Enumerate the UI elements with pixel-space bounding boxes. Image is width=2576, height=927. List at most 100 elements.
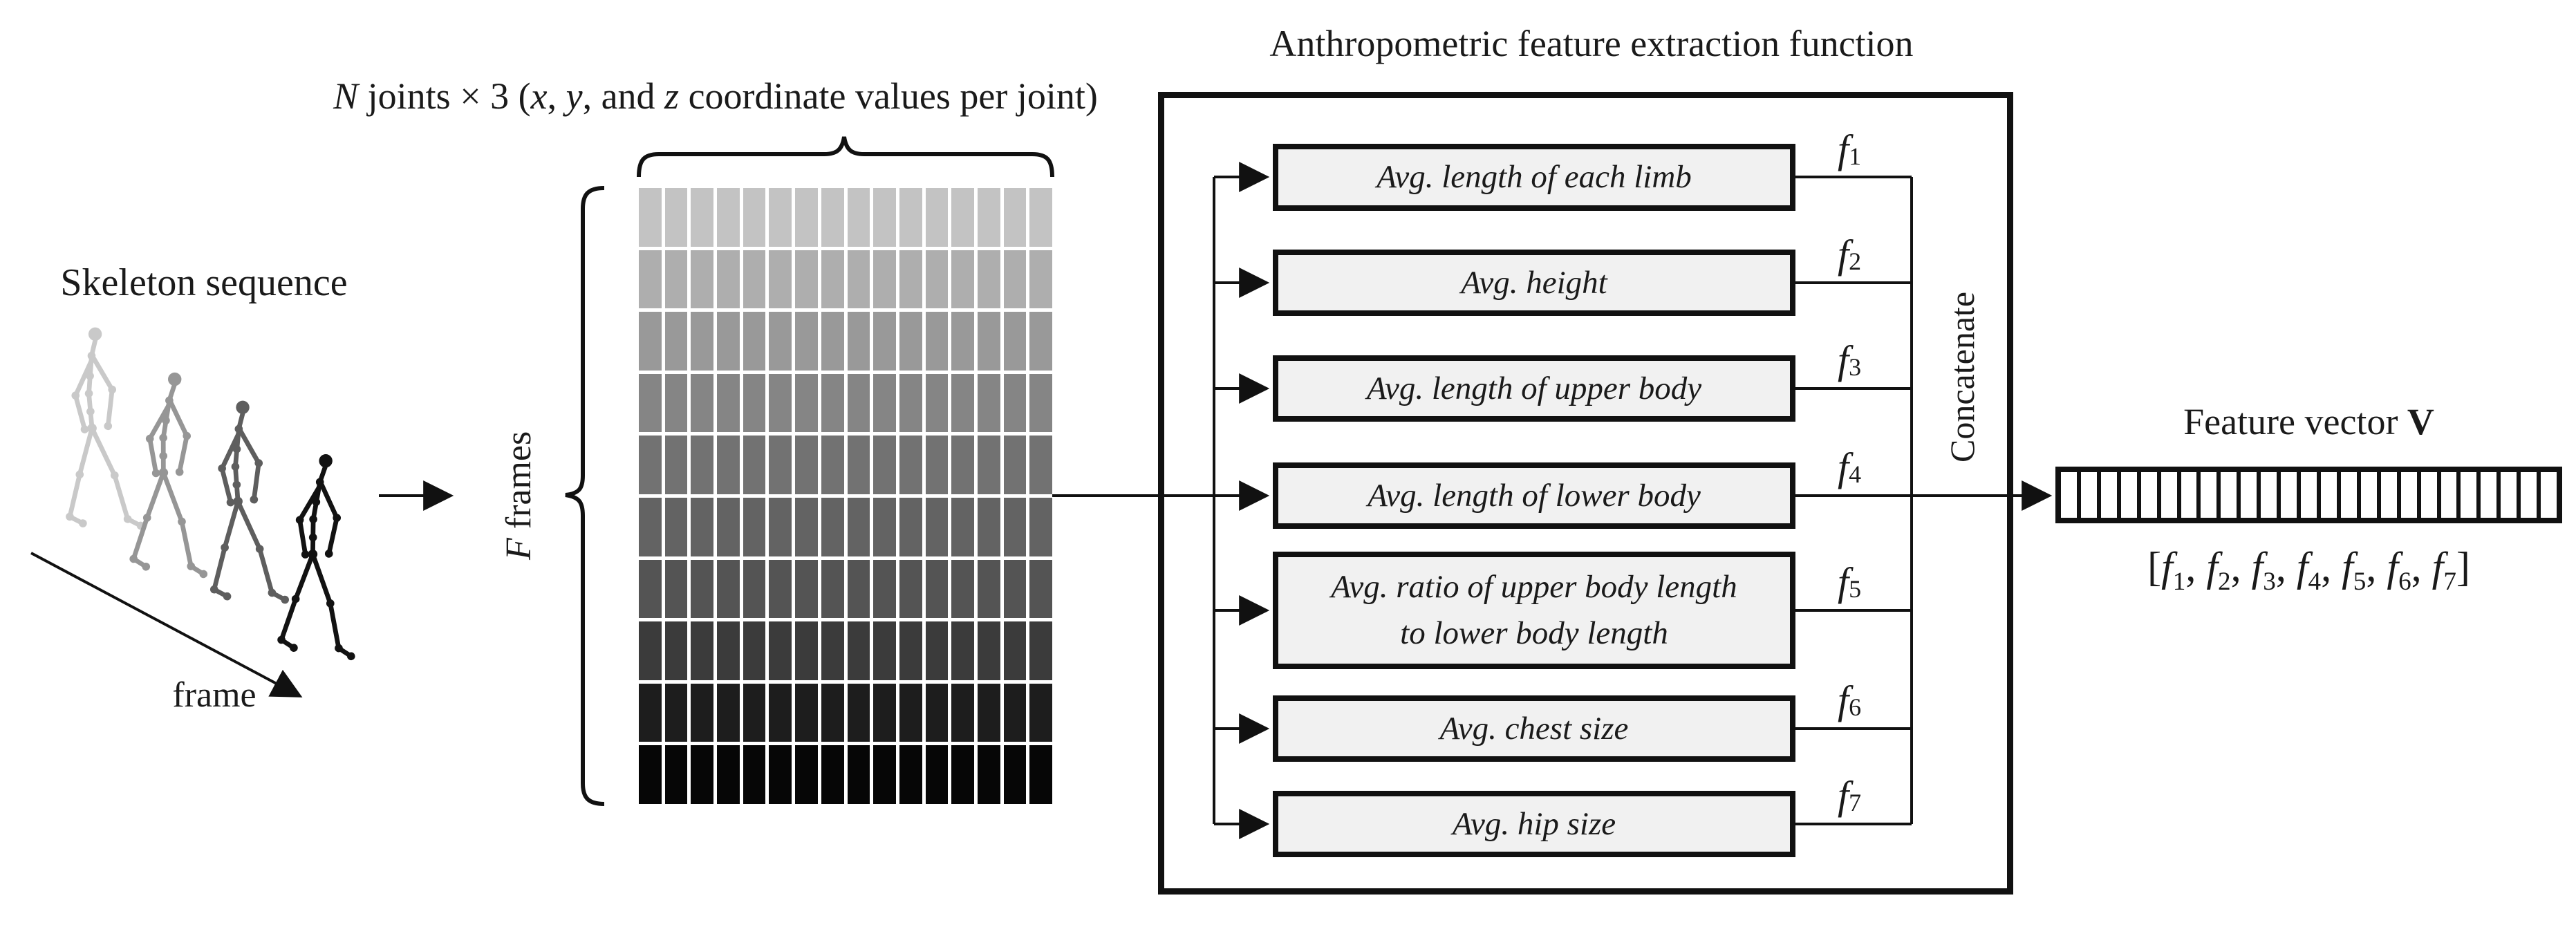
vector-cell: [2400, 472, 2421, 518]
matrix-cell: [769, 373, 792, 433]
matrix-cell: [977, 373, 1000, 433]
matrix-cell: [691, 497, 714, 556]
matrix-cell: [899, 188, 922, 247]
vector-cell: [2501, 472, 2521, 518]
matrix-cell: [1003, 312, 1027, 371]
matrix-cell: [1029, 312, 1052, 371]
matrix-cell: [691, 188, 714, 247]
matrix-cell: [664, 312, 688, 371]
matrix-cell: [743, 745, 766, 804]
matrix-cell: [951, 745, 974, 804]
matrix-cell: [769, 745, 792, 804]
matrix-cell: [1029, 683, 1052, 742]
matrix-cell: [847, 250, 870, 309]
matrix-cell: [743, 312, 766, 371]
matrix-cell: [821, 621, 844, 680]
vector-cell: [2140, 472, 2161, 518]
vector-cell: [2320, 472, 2341, 518]
matrix-cell: [847, 745, 870, 804]
vector-cell: [2241, 472, 2261, 518]
matrix-cell: [639, 497, 662, 556]
matrix-cell: [691, 683, 714, 742]
matrix-cell: [1029, 373, 1052, 433]
vector-cell: [2181, 472, 2201, 518]
matrix-columns-label: N joints × 3 (x, y, and z coordinate val…: [333, 75, 1098, 117]
matrix-cell: [977, 683, 1000, 742]
matrix-cell: [899, 621, 922, 680]
feature-box: Avg. length of lower body: [1273, 462, 1795, 529]
matrix-cell: [795, 373, 818, 433]
feature-box: Avg. length of upper body: [1273, 355, 1795, 422]
matrix-cell: [977, 745, 1000, 804]
matrix-cell: [925, 621, 949, 680]
matrix-cell: [925, 373, 949, 433]
vector-cell: [2100, 472, 2121, 518]
skeleton-figure-3-icon: [203, 400, 289, 607]
matrix-cell: [717, 188, 740, 247]
matrix-cell: [639, 373, 662, 433]
matrix-cell: [925, 683, 949, 742]
vector-cell: [2221, 472, 2241, 518]
matrix-cell: [717, 312, 740, 371]
frame-axis-label: frame: [172, 675, 256, 715]
matrix-cell: [639, 188, 662, 247]
feature-box-label: Avg. ratio of upper body length: [1331, 569, 1737, 606]
matrix-cell: [795, 436, 818, 494]
matrix-cell: [639, 559, 662, 619]
matrix-cell: [743, 436, 766, 494]
matrix-cell: [743, 559, 766, 619]
matrix-cell: [717, 250, 740, 309]
matrix-cell: [1029, 745, 1052, 804]
matrix-cell: [769, 683, 792, 742]
matrix-cell: [951, 312, 974, 371]
matrix-cell: [769, 250, 792, 309]
matrix-cell: [925, 745, 949, 804]
vector-cell: [2440, 472, 2461, 518]
matrix-cell: [769, 497, 792, 556]
matrix-cell: [639, 745, 662, 804]
vector-cell: [2360, 472, 2381, 518]
vector-cell: [2080, 472, 2101, 518]
matrix-cell: [873, 312, 896, 371]
matrix-cell: [977, 250, 1000, 309]
matrix-cell: [691, 312, 714, 371]
vector-cell: [2261, 472, 2281, 518]
skeleton-figure-4-icon: [277, 452, 366, 660]
matrix-cell: [795, 683, 818, 742]
feature-box-label: Avg. height: [1461, 264, 1607, 301]
matrix-cell: [795, 188, 818, 247]
matrix-cell: [769, 621, 792, 680]
matrix-cell: [664, 497, 688, 556]
matrix-cell: [795, 621, 818, 680]
matrix-cell: [1029, 497, 1052, 556]
matrix-cell: [1003, 250, 1027, 309]
matrix-cell: [847, 188, 870, 247]
vector-cell: [2201, 472, 2221, 518]
matrix-cell: [899, 436, 922, 494]
matrix-cell: [899, 745, 922, 804]
matrix-cell: [847, 373, 870, 433]
matrix-cell: [847, 436, 870, 494]
matrix-cell: [769, 559, 792, 619]
matrix-cell: [977, 312, 1000, 371]
matrix-cell: [664, 745, 688, 804]
matrix-cell: [795, 312, 818, 371]
matrix-cell: [873, 559, 896, 619]
matrix-cell: [691, 621, 714, 680]
matrix-cell: [639, 312, 662, 371]
vector-cell: [2061, 472, 2081, 518]
vector-cell: [2420, 472, 2441, 518]
vector-cell: [2521, 472, 2541, 518]
matrix-cell: [743, 621, 766, 680]
feature-input-arrows: [1214, 162, 1270, 839]
matrix-cell: [1003, 559, 1027, 619]
matrix-cell: [639, 436, 662, 494]
feature-vector-cells: [2055, 467, 2562, 523]
matrix-cell: [925, 559, 949, 619]
matrix-cell: [717, 683, 740, 742]
